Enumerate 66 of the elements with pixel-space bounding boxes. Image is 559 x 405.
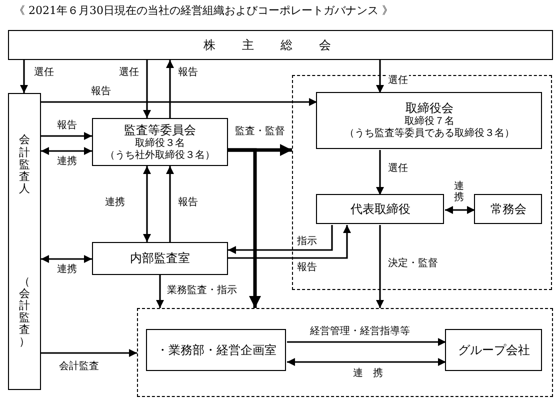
- arrow: [41, 349, 137, 357]
- arrow: [376, 150, 384, 195]
- node-text: 取締役３名: [135, 138, 185, 150]
- arrow: [376, 60, 384, 93]
- edge-label: 連携: [56, 264, 78, 276]
- auditor-box: [8, 93, 41, 390]
- node-text: （会計監査）: [19, 276, 30, 348]
- council-box: [474, 194, 542, 224]
- arrow: [228, 225, 351, 259]
- arrow: [166, 60, 174, 118]
- board-box: [316, 92, 542, 150]
- node-title: 監査等委員会: [124, 122, 196, 138]
- arrow: [228, 225, 333, 254]
- edge-label: 連 携: [352, 368, 384, 380]
- edge-label: 連携: [453, 181, 465, 203]
- edge-label: 経営管理・経営指導等: [309, 326, 411, 338]
- edge-label: 選任: [387, 163, 409, 174]
- edge-label: 会計監査: [58, 361, 100, 372]
- edge-label: 選任: [118, 67, 140, 78]
- node-text: 取締役７名: [404, 116, 454, 128]
- committee-box: [92, 118, 228, 166]
- node-text: （うち社外取締役３名）: [105, 150, 215, 162]
- arrow: [143, 166, 151, 242]
- arrow: [228, 148, 261, 308]
- edge-label: 指示: [296, 236, 318, 248]
- edge-label: 連携: [56, 156, 78, 168]
- edge-label: 報告: [177, 67, 199, 78]
- arrow: [445, 206, 475, 214]
- node-title: 会計監査人: [19, 134, 30, 195]
- arrow: [376, 225, 384, 308]
- node-title: 内部監査室: [130, 251, 190, 266]
- arrow: [20, 60, 28, 93]
- node-title: 取締役会: [405, 101, 454, 116]
- node-text: （うち監査等委員である取締役３名）: [344, 128, 514, 140]
- arrow: [287, 358, 446, 366]
- arrow: [41, 147, 92, 155]
- arrow: [41, 98, 317, 106]
- meeting-box: [8, 30, 553, 60]
- diagram-title: 《 2021年６月30日現在の当社の経営組織およびコーポレートガバナンス 》: [14, 3, 393, 18]
- dashed-group-frame: [292, 75, 552, 290]
- edge-label: 報告: [90, 86, 112, 98]
- arrow: [41, 132, 92, 140]
- edge-label: 報告: [177, 197, 199, 208]
- audit-office-box: [92, 242, 228, 275]
- edge-label: 選任: [33, 67, 55, 78]
- executive-box: [316, 194, 444, 224]
- node-title: 株主総会: [204, 38, 358, 52]
- department-box: [146, 329, 286, 372]
- edge-label: 連携: [104, 197, 126, 208]
- edge-label: 決定・監督: [387, 258, 439, 270]
- arrow: [166, 166, 174, 242]
- edge-label: 監査・監督: [234, 126, 286, 138]
- node-title: 常務会: [490, 202, 526, 217]
- edge-label: 選任: [387, 75, 409, 86]
- node-title: ・業務部・経営企画室: [156, 342, 276, 358]
- edge-label: 報告: [296, 262, 318, 274]
- arrow: [156, 275, 164, 308]
- edge-label: 報告: [56, 120, 78, 132]
- edge-label: 業務監査・指示: [166, 285, 238, 296]
- arrow: [143, 60, 151, 118]
- dashed-group-frame: [137, 308, 553, 397]
- node-title: グループ会社: [458, 342, 530, 358]
- arrow: [287, 338, 446, 346]
- arrow: [41, 255, 92, 263]
- group-company-box: [445, 329, 542, 372]
- node-title: 代表取締役: [350, 202, 410, 217]
